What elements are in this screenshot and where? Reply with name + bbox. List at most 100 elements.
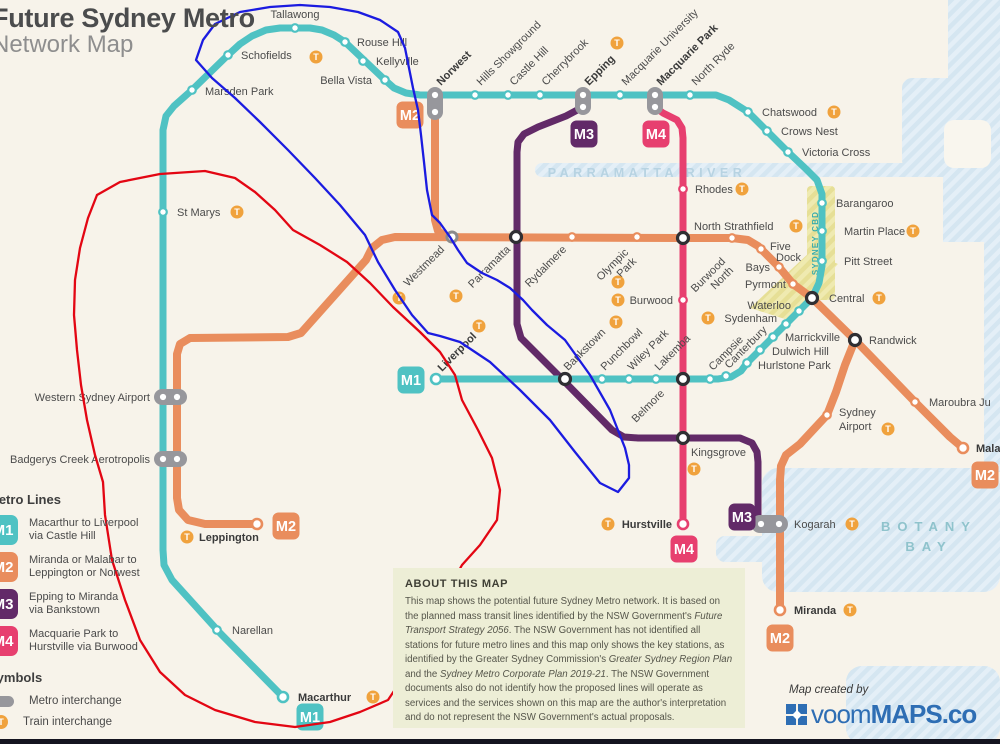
voommaps-squares-icon xyxy=(786,704,807,725)
train-interchange-icon xyxy=(180,530,194,544)
metro-line-m4-line xyxy=(651,103,687,528)
blue-annotation-loop xyxy=(194,3,631,494)
train-interchange-icon-glyph: T xyxy=(739,184,745,194)
capsule-station-dot xyxy=(579,91,587,99)
train-interchange-icon xyxy=(827,105,841,119)
train-interchange-icon-glyph: T xyxy=(605,519,611,529)
station-terminus-dot xyxy=(956,441,970,455)
station-dot xyxy=(678,295,688,305)
line-badge-m1 xyxy=(397,366,425,394)
interchange-capsule xyxy=(575,87,591,115)
line-badge-m4 xyxy=(642,120,670,148)
train-interchange-icon-glyph: T xyxy=(705,313,711,323)
train-interchange-icon xyxy=(449,289,463,303)
legend-metro-interchange-row: Metro interchange xyxy=(0,693,188,707)
land-notch xyxy=(944,120,991,168)
capsule-station-dot xyxy=(431,108,439,116)
station-dot xyxy=(822,410,832,420)
station-interchange-dot xyxy=(508,229,524,245)
station-label: Pyrmont xyxy=(745,279,786,291)
train-interchange-icon-glyph: T xyxy=(614,38,620,48)
station-dot xyxy=(727,233,737,243)
station-label: Sydenham xyxy=(724,313,777,325)
station-label: North Strathfield xyxy=(694,221,773,233)
line-badge-label: M3 xyxy=(574,127,594,143)
station-label: Randwick xyxy=(869,335,917,347)
sydney-cbd-label: SYDNEY CBD xyxy=(811,211,820,275)
about-title: ABOUT THIS MAP xyxy=(405,578,509,590)
line-badge-label: M4 xyxy=(646,127,666,143)
station-label: Crows Nest xyxy=(781,126,838,138)
station-interchange-dot xyxy=(804,290,820,306)
line-badge-m2 xyxy=(971,461,999,489)
station-dot xyxy=(678,184,688,194)
station-label: Schofields xyxy=(241,50,292,62)
legend-badge-m3: M3 xyxy=(0,589,18,619)
station-dot xyxy=(817,226,827,236)
station-label: Marrickville xyxy=(785,332,840,344)
train-interchange-icon-glyph: T xyxy=(831,107,837,117)
train-interchange-icon xyxy=(309,50,323,64)
train-interchange-icon xyxy=(789,219,803,233)
train-interchange-icon xyxy=(610,36,624,50)
station-interchange-dot xyxy=(675,230,691,246)
line-badge-label: M1 xyxy=(401,373,421,389)
water-area xyxy=(948,0,1000,88)
station-label: Miranda xyxy=(794,605,837,617)
train-interchange-icon-glyph: T xyxy=(793,221,799,231)
map-credit: Map created by voomMAPS.co xyxy=(786,684,977,730)
metro-line-m2-miranda-branch xyxy=(776,336,859,614)
water-area xyxy=(943,168,1000,242)
station-label: Hurlstone Park xyxy=(758,360,831,372)
train-interchange-label: Train interchange xyxy=(23,716,113,728)
legend-symbols-header: Symbols xyxy=(0,670,43,685)
line-badge-m2 xyxy=(272,512,300,540)
bottom-edge-bar xyxy=(0,739,1000,744)
interchange-capsule xyxy=(154,389,187,405)
train-interchange-icon-glyph: T xyxy=(453,291,459,301)
line-badge-label: M2 xyxy=(975,468,995,484)
train-interchange-icon-glyph: T xyxy=(615,277,621,287)
water-area xyxy=(762,468,1000,592)
legend-lines-header: Metro Lines xyxy=(0,492,61,507)
station-terminus-dot xyxy=(276,690,290,704)
station-dot xyxy=(762,126,772,136)
train-interchange-icon-glyph: T xyxy=(184,532,190,542)
train-interchange-icon-glyph: T xyxy=(876,293,882,303)
page-title: Future Sydney Metro Network Map xyxy=(0,4,255,58)
train-interchange-icon xyxy=(611,293,625,307)
station-label: Tallawong xyxy=(271,9,320,21)
train-interchange-icon xyxy=(609,315,623,329)
station-dot xyxy=(768,332,778,342)
station-label: Rhodes xyxy=(695,184,733,196)
capsule-station-dot xyxy=(651,91,659,99)
water-area xyxy=(846,666,1000,744)
station-label: Kellyville xyxy=(376,56,419,68)
train-interchange-icon-glyph: T xyxy=(476,321,482,331)
capsule-station-dot xyxy=(579,103,587,111)
line-badge-label: M1 xyxy=(300,710,320,726)
station-dot xyxy=(597,374,607,384)
station-dot xyxy=(187,85,197,95)
metro-line-m2-leppington-randwick xyxy=(173,233,859,528)
voommaps-logo: voomMAPS.co xyxy=(786,699,977,730)
water-area xyxy=(716,536,776,562)
legend-badge-m4: M4 xyxy=(0,626,18,656)
station-label: Narellan xyxy=(232,625,273,637)
station-terminus-dot xyxy=(250,517,264,531)
station-dot xyxy=(158,207,168,217)
credit-prefix: Map created by xyxy=(789,684,869,696)
line-badge-label: M2 xyxy=(770,631,790,647)
train-interchange-icon xyxy=(735,182,749,196)
station-label: Burwood xyxy=(630,295,673,307)
station-label: Central xyxy=(829,293,864,305)
station-label: Western Sydney Airport xyxy=(35,392,150,404)
metro-interchange-label: Metro interchange xyxy=(29,695,122,707)
station-dot xyxy=(340,37,350,47)
line-badge-m2 xyxy=(766,624,794,652)
station-interchange-dot xyxy=(675,430,691,446)
